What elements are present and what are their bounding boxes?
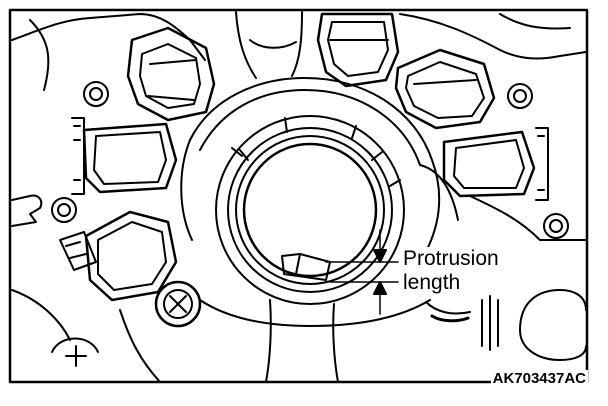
mounting-hole-inner [57,203,71,217]
brush-holder-top-left [126,26,216,122]
slot-curve-bold [430,314,470,323]
post-right-edge [291,11,303,77]
figure-code: AK703437AC [490,370,588,388]
housing-outline-top-left [11,13,206,61]
screw-bolt [154,280,202,328]
bore [242,142,378,278]
outer-ring-left [180,139,193,241]
bore-notch [371,151,383,161]
callout-line-1: Protrusion [403,247,499,270]
brush-holder-left [71,117,178,195]
ring-tick [389,179,401,187]
mounting-hole-inner [549,219,563,233]
brush-holder-top-center [316,12,400,88]
housing-lower-line [119,309,161,383]
ring-flange-right [419,164,459,221]
housing-outline-top-right [399,13,587,60]
housing-edge-left [29,19,50,91]
mounting-hole [51,197,77,223]
round-boss-lower [519,329,587,361]
housing-edge-right [499,13,571,30]
lower-housing-curve [199,299,431,327]
hatched-slot [481,295,499,351]
mounting-hole [543,213,569,239]
post-left-edge [235,11,257,79]
middle-ring-inner [227,127,393,293]
outer-ring [189,77,441,263]
brush-holder-right [442,127,549,201]
lower-post-left [265,299,272,383]
brush-holder-bottom-left [59,210,178,302]
outer-ring-inner [199,89,421,166]
mounting-hole-inner [89,87,103,101]
protrusion-block-edge [295,253,301,275]
ring-tick [284,117,288,133]
mounting-hole-inner [513,89,527,103]
mounting-hole [507,83,533,109]
protrusion-length-label: Protrusion length [401,247,501,295]
protrusion-block [281,253,331,281]
lower-post-right [332,303,339,383]
frame-border [8,8,589,384]
housing-outline-right [469,195,587,241]
dimension-arrow-up [373,281,387,295]
round-boss [519,289,587,331]
housing-tab-left [11,194,43,227]
dimension-arrow-down [373,249,387,263]
callout-line-2: length [403,271,461,294]
inner-ring [235,135,385,285]
middle-ring [215,115,405,305]
post-detail [249,39,297,49]
brush-holder-top-right [394,48,496,130]
mounting-hole [83,81,109,107]
housing-lower-left [11,289,71,341]
slot-curve [425,301,471,315]
phillips-screw [51,337,99,367]
bore-notch [239,149,249,161]
